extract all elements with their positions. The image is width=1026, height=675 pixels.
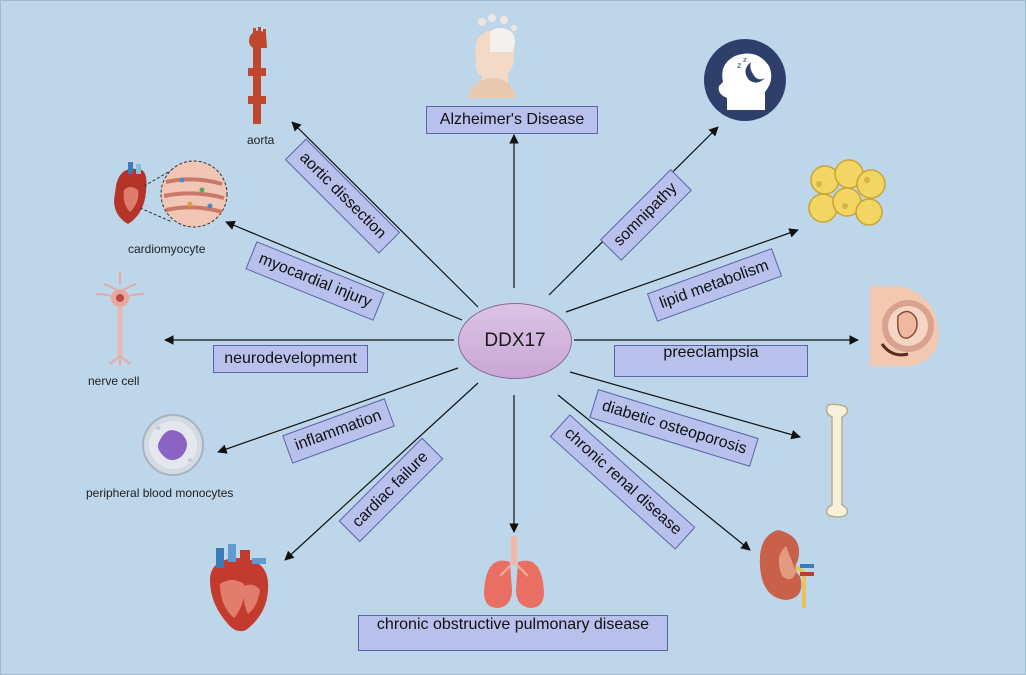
bone-icon (825, 403, 849, 518)
brain-head-icon (468, 14, 517, 98)
center-node: DDX17 (458, 303, 572, 379)
lungs-icon (484, 536, 544, 608)
kidney-icon (759, 530, 814, 608)
caption-cardiomyocyte: cardiomyocyte (128, 242, 206, 256)
fat-cells-icon (808, 159, 886, 226)
arrow-bone (569, 371, 801, 440)
arrow-cardiomyocyte (225, 220, 463, 321)
svg-text:z: z (737, 61, 741, 70)
monocyte-icon (142, 414, 204, 476)
sleep-head-icon: z z (704, 39, 786, 121)
svg-text:z: z (743, 56, 747, 64)
heart-icon (210, 544, 269, 632)
caption-aorta: aorta (247, 133, 275, 147)
caption-monocytes: peripheral blood monocytes (86, 486, 234, 500)
label-copd: chronic obstructive pulmonary disease (358, 615, 668, 651)
arrow-kidney (557, 394, 751, 551)
aorta-icon (248, 27, 267, 125)
arrow-monocytes (217, 367, 459, 454)
label-preeclampsia: preeclampsia (614, 345, 808, 377)
label-neurodevelopment: neurodevelopment (213, 345, 368, 373)
cardiomyocyte-icon (114, 160, 228, 228)
pregnancy-icon (870, 286, 939, 366)
arrow-aorta (291, 121, 479, 308)
arrow-heart (284, 382, 479, 561)
arrow-fat (565, 228, 799, 313)
label-alzheimers: Alzheimer's Disease (426, 106, 598, 134)
caption-nerve-cell: nerve cell (88, 374, 140, 388)
nerve-cell-icon (95, 272, 145, 366)
